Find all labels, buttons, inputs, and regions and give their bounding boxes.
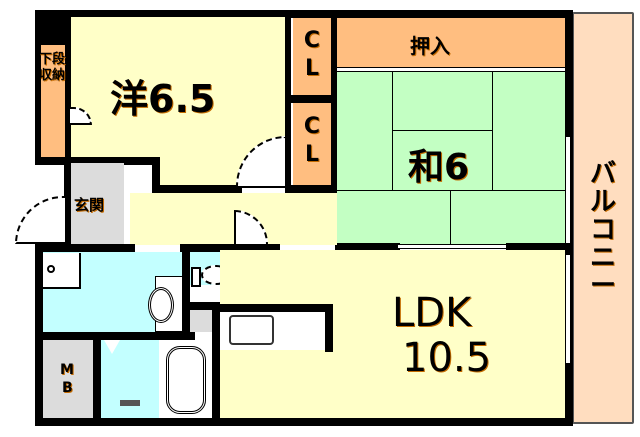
- ldk-label-line1: LDK: [392, 290, 472, 336]
- oshiire-label: 押入: [410, 34, 450, 58]
- wall-western-bottom2: [152, 185, 242, 193]
- wash-basin-bowl-icon: [148, 287, 174, 323]
- japanese-room-window[interactable]: [565, 136, 571, 246]
- wall-western-step: [152, 157, 160, 193]
- closet-upper-label-l: L: [304, 56, 320, 81]
- wall-closet-divider: [288, 95, 332, 103]
- japanese-sliding-door[interactable]: [398, 244, 506, 249]
- japanese-room: [337, 72, 565, 246]
- entrance-label: 玄関: [74, 196, 105, 214]
- meter-box: [43, 340, 93, 418]
- closet-lower-label-c: C: [303, 114, 321, 139]
- outer-wall-bottom: [35, 418, 573, 426]
- closet-lower-label-l: L: [304, 142, 320, 167]
- wall-wet-top2: [180, 244, 280, 252]
- closet-upper-label-c: C: [303, 28, 321, 53]
- balcony-label: バルコニー: [589, 159, 616, 301]
- wall-closet-bottom: [285, 185, 335, 193]
- washing-machine-drain-icon: [47, 265, 55, 273]
- shower-faucet-icon: [120, 400, 140, 406]
- wall-western-bottom: [35, 157, 160, 165]
- entrance: [71, 163, 124, 245]
- shaft: [190, 310, 212, 332]
- bathtub-icon: [166, 346, 206, 414]
- wall-bath-right: [212, 310, 220, 426]
- tatami-lines: [337, 72, 565, 246]
- wall-kitchen-right: [325, 304, 333, 352]
- western-room: [70, 17, 288, 162]
- japanese-room-label: 和6: [408, 147, 470, 188]
- lower-storage: [41, 45, 65, 157]
- wall-japanese-ldk-right: [506, 243, 572, 250]
- lower-storage-label: 下段収納: [38, 52, 65, 83]
- ldk-label-line2: 10.5: [402, 335, 492, 381]
- toilet-tank-icon: [191, 267, 201, 287]
- wall-wet-top: [35, 244, 135, 252]
- closet-lower: [293, 103, 331, 185]
- oshiire-sliding-door[interactable]: [337, 67, 565, 72]
- entrance-door[interactable]: [15, 196, 65, 244]
- wall-washroom-bottom: [35, 332, 195, 340]
- hallway: [130, 193, 337, 245]
- wall-kitchen-top: [212, 304, 332, 312]
- wall-entrance-left: [64, 160, 71, 246]
- western-room-label: 洋6.5: [110, 77, 216, 121]
- wall-japanese-ldk-left: [335, 243, 400, 250]
- kitchen-sink-icon: [229, 315, 274, 345]
- ldk-window[interactable]: [565, 254, 571, 364]
- ldk-hall-ext: [325, 250, 340, 310]
- meter-box-label-m: M: [60, 362, 74, 378]
- oshiire: [337, 18, 565, 68]
- wall-closet-right: [331, 10, 337, 193]
- balcony: [572, 12, 634, 424]
- bath-door-icon[interactable]: [104, 340, 120, 354]
- closet-upper: [293, 18, 331, 95]
- wall-mb-right: [93, 332, 101, 426]
- meter-box-label-b: B: [62, 380, 73, 396]
- outer-wall-top: [35, 10, 573, 18]
